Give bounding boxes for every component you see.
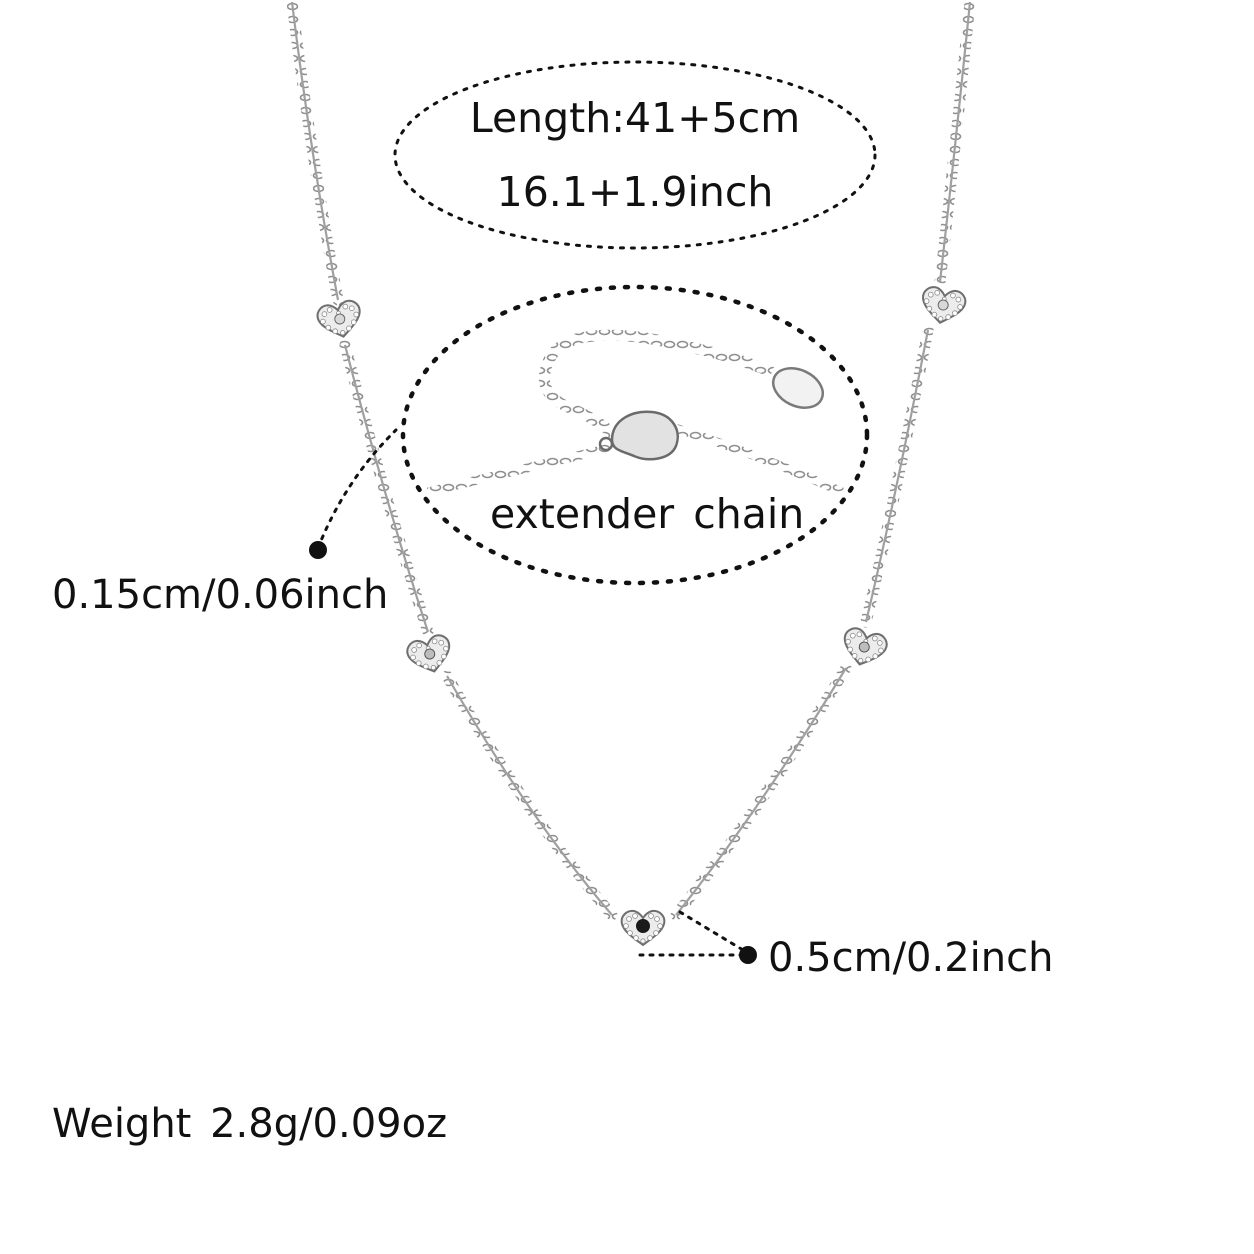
extender-chain-detail bbox=[426, 329, 844, 497]
length-cm-label: Length:41+5cm bbox=[469, 94, 801, 142]
pendant-size-label: 0.5cm/0.2inch bbox=[768, 935, 1054, 981]
tag-charm-icon bbox=[771, 367, 825, 409]
weight-label: Weight 2.8g/0.09oz bbox=[52, 1101, 448, 1147]
length-inch-label: 16.1+1.9inch bbox=[496, 168, 774, 216]
extender-chain-label: extender chain bbox=[490, 490, 805, 538]
extender-ellipse bbox=[400, 284, 870, 586]
heart-pendant-icon bbox=[403, 631, 457, 678]
lobster-clasp-icon bbox=[598, 410, 679, 461]
heart-pendant-icon bbox=[918, 284, 968, 328]
chain-thickness-label: 0.15cm/0.06inch bbox=[52, 572, 389, 618]
heart-pendant-icon bbox=[837, 624, 891, 671]
thickness-pointer bbox=[309, 428, 398, 559]
pendant-size-pointer bbox=[638, 910, 757, 964]
length-ellipse bbox=[393, 60, 877, 250]
heart-pendant-icon bbox=[620, 909, 666, 946]
heart-pendant-icon bbox=[314, 297, 366, 343]
